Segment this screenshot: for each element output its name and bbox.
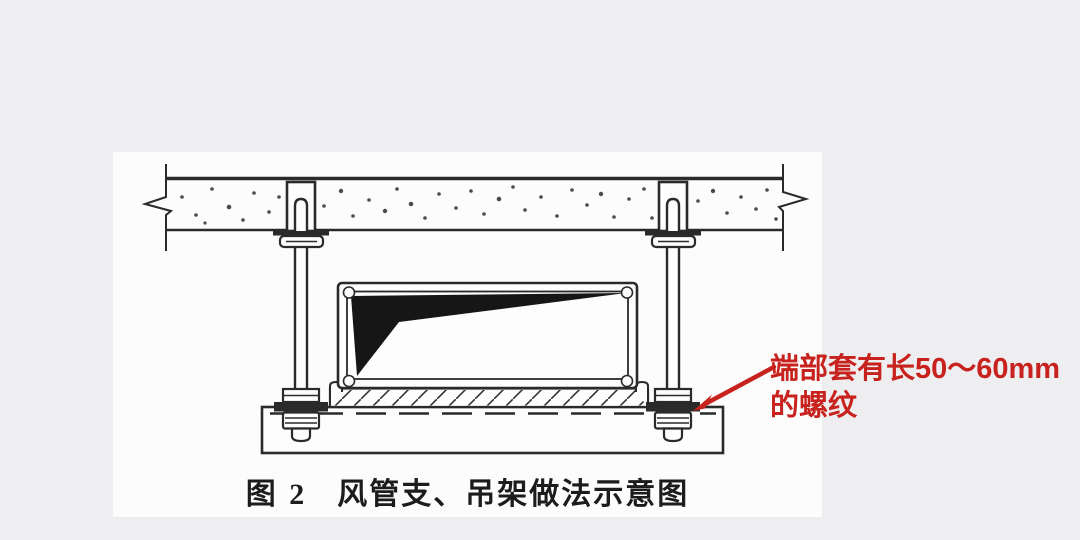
caption-title: 风管支、吊架做法示意图	[337, 478, 690, 511]
caption-number: 图 2	[245, 478, 308, 511]
duct-shade-wedge	[351, 293, 626, 376]
duct-corner-bolt	[342, 286, 356, 299]
hanger-rod-left	[271, 180, 331, 443]
pad-hatching	[331, 390, 647, 406]
slab-break-line-left	[141, 164, 174, 251]
duct-corner-bolt	[620, 286, 634, 299]
figure-caption: 图 2 风管支、吊架做法示意图	[113, 469, 822, 513]
annotation-arrow	[693, 364, 777, 411]
annotation-line2: 的螺纹	[770, 390, 858, 422]
duct-corner-bolt	[620, 374, 634, 388]
slab-break-line-right	[777, 164, 810, 251]
annotation-text: 端部套有长50～60mm 的螺纹	[770, 351, 1076, 425]
concrete-stipple	[180, 185, 778, 225]
arrowhead	[693, 394, 712, 411]
hanger-rod-right	[643, 180, 703, 443]
anti-vibration-pad	[328, 380, 650, 409]
annotation-line1: 端部套有长50～60mm	[770, 353, 1061, 385]
duct-corner-bolt	[342, 374, 356, 388]
support-channel	[260, 405, 725, 455]
concrete-slab	[141, 164, 810, 251]
air-duct	[336, 281, 639, 390]
